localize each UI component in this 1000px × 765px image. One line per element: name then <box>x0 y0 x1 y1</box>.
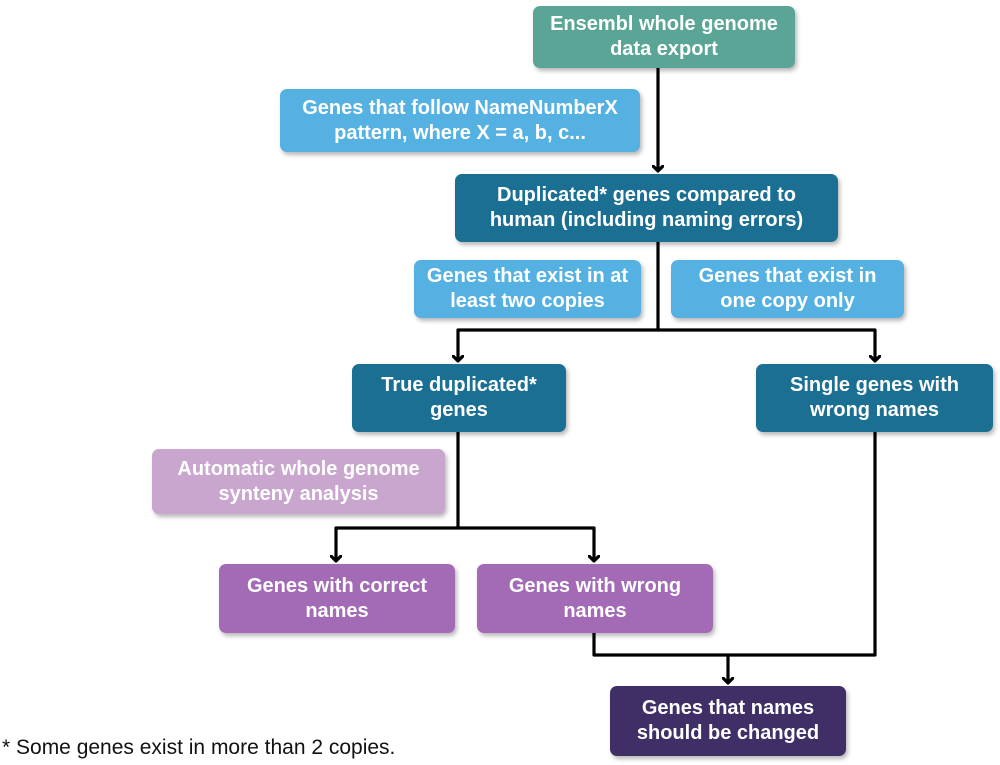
ensembl-export-node: Ensembl whole genome data export <box>533 6 795 68</box>
edge-wrong-to-change <box>592 633 728 683</box>
names-to-change-node: Genes that names should be changed <box>610 686 846 756</box>
true-duplicated-node: True duplicated* genes <box>352 364 566 432</box>
synteny-analysis-label: Automatic whole genome synteny analysis <box>152 449 445 514</box>
correct-names-node: Genes with correct names <box>219 564 455 633</box>
two-copies-label: Genes that exist in at least two copies <box>414 260 641 318</box>
duplicated-genes-node: Duplicated* genes compared to human (inc… <box>455 174 838 242</box>
edge-true-to-wrong <box>458 526 594 561</box>
wrong-names-node: Genes with wrong names <box>477 564 713 633</box>
edge-duplicated-to-single <box>658 328 875 361</box>
one-copy-label: Genes that exist in one copy only <box>671 260 904 318</box>
edge-duplicated-to-true <box>458 242 660 361</box>
pattern-label: Genes that follow NameNumberX pattern, w… <box>280 89 640 152</box>
edge-single-to-change <box>728 432 877 657</box>
single-wrong-names-node: Single genes with wrong names <box>756 364 993 432</box>
footnote: * Some genes exist in more than 2 copies… <box>2 736 396 759</box>
edge-true-to-correct <box>336 432 460 561</box>
